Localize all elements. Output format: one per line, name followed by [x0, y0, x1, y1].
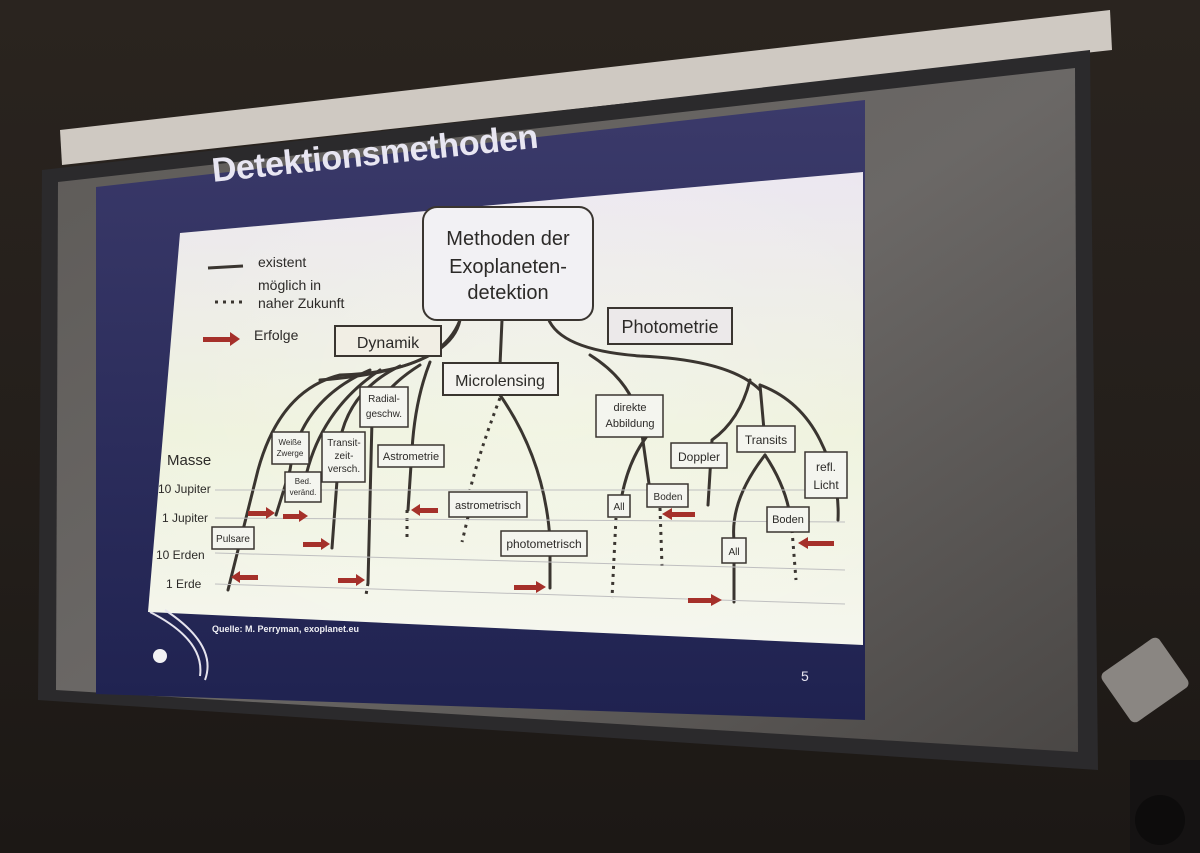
method-astrometrie: Astrometrie [383, 451, 439, 463]
method-transit-line3: versch. [328, 464, 360, 475]
method-radial-line1: Radial- [368, 394, 400, 405]
legend-solid-line [207, 264, 244, 270]
method-radial-line2: geschw. [366, 409, 402, 420]
method-pulsare: Pulsare [216, 534, 250, 545]
dotted-astrometrisch [468, 397, 502, 491]
branch-microlensing [498, 318, 504, 367]
method-doppler: Doppler [678, 450, 720, 464]
root-label-line2: Exoplaneten- [449, 256, 567, 278]
success-arrow [688, 594, 722, 606]
mass-line-10-erden [214, 552, 846, 571]
method-direkte-line1: direkte [613, 402, 646, 414]
success-arrows [231, 504, 834, 606]
method-boden-transit: Boden [772, 514, 804, 526]
success-arrow [303, 538, 330, 550]
mass-line-1-jupiter [214, 517, 846, 523]
method-transit-line2: zeit- [335, 451, 354, 462]
method-bed-line1: Bed. [295, 477, 311, 486]
category-microlensing: Microlensing [455, 373, 545, 390]
legend-success-label: Erfolge [254, 327, 299, 343]
success-arrow [231, 571, 258, 583]
method-direkte-line2: Abbildung [606, 418, 655, 430]
success-arrow [514, 581, 546, 593]
mass-line-1-erde [214, 583, 846, 605]
method-refl-line1: refl. [816, 460, 836, 474]
method-refl-line2: Licht [813, 478, 839, 492]
camera-equipment [1101, 637, 1200, 853]
page-number: 5 [801, 668, 809, 684]
method-transit-line1: Transit- [327, 438, 361, 449]
root-label-line1: Methoden der [446, 228, 570, 250]
success-arrow [338, 574, 365, 586]
legend-existent-label: existent [258, 254, 306, 270]
orbit-decoration [149, 609, 209, 681]
source-credit: Quelle: M. Perryman, exoplanet.eu [212, 624, 359, 634]
method-transits: Transits [745, 433, 787, 447]
planet-dot [153, 649, 167, 663]
mass-axis-title: Masse [167, 452, 211, 469]
method-weisse-zwerge-line2: Zwerge [277, 449, 304, 458]
mass-label-10-jupiter: 10 Jupiter [158, 482, 211, 496]
method-boden-direct: Boden [654, 492, 683, 503]
legend-arrow-icon [203, 332, 240, 346]
legend-possible-label-line2: naher Zukunft [258, 295, 344, 311]
branch-photometrie [546, 316, 762, 392]
success-arrow [283, 510, 308, 522]
success-arrow [798, 537, 834, 549]
root-label-line3: detektion [467, 282, 548, 304]
root-node-box [422, 206, 594, 321]
success-arrow [411, 504, 438, 516]
legend-possible-label-line1: möglich in [258, 277, 321, 293]
method-all-direct: All [613, 502, 624, 513]
mass-label-1-jupiter: 1 Jupiter [162, 511, 208, 525]
method-astrometrisch: astrometrisch [455, 500, 521, 512]
category-photometrie: Photometrie [621, 317, 718, 337]
method-photometrisch: photometrisch [506, 537, 581, 551]
method-bed-line2: veränd. [290, 488, 317, 497]
success-arrow [248, 507, 275, 519]
method-weisse-zwerge-line1: Weiße [279, 438, 303, 447]
method-all-transit: All [728, 547, 739, 558]
mass-label-10-erden: 10 Erden [156, 548, 205, 562]
mass-label-1-erde: 1 Erde [166, 577, 202, 591]
category-dynamik: Dynamik [357, 335, 420, 352]
success-arrow [662, 508, 695, 520]
